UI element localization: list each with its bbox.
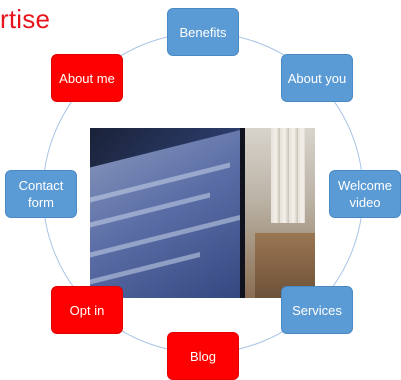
node-services[interactable]: Services [281, 286, 353, 334]
node-contact-form[interactable]: Contact form [5, 170, 77, 218]
node-about-me[interactable]: About me [51, 54, 123, 102]
center-photo [90, 128, 315, 298]
curtain [271, 128, 305, 223]
node-blog[interactable]: Blog [167, 332, 239, 380]
node-benefits[interactable]: Benefits [167, 8, 239, 56]
page-title: rtise [0, 4, 51, 34]
node-about-you[interactable]: About you [281, 54, 353, 102]
node-opt-in[interactable]: Opt in [51, 286, 123, 334]
node-welcome-video[interactable]: Welcome video [329, 170, 401, 218]
